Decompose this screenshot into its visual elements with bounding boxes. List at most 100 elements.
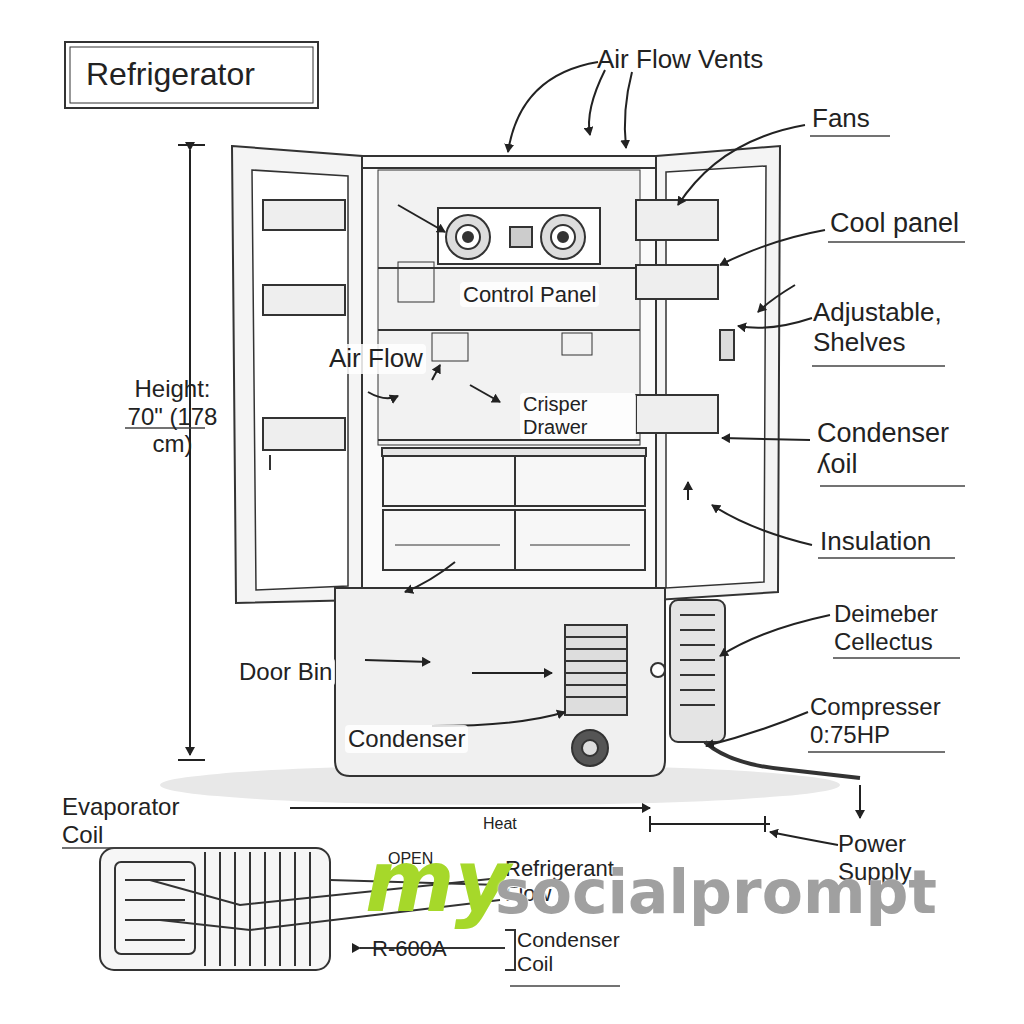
heat-arrow bbox=[290, 807, 650, 809]
part-label: Insulation bbox=[820, 527, 931, 557]
part-label: Adjustable, Shelves bbox=[813, 298, 963, 358]
height-dimension bbox=[178, 759, 205, 761]
cabinet-interior bbox=[362, 156, 656, 598]
part-label: Deimeber Cellectus bbox=[834, 600, 984, 655]
base-unit bbox=[572, 730, 608, 766]
left-door bbox=[252, 170, 348, 590]
watermark: socialprompt bbox=[495, 858, 937, 927]
leader-lines bbox=[508, 62, 598, 152]
cabinet-interior bbox=[378, 267, 640, 269]
leader-lines bbox=[472, 672, 552, 674]
part-label: Crisper Drawer bbox=[520, 393, 636, 439]
heat-arrow bbox=[649, 816, 651, 832]
part-label: Air Flow Vents bbox=[597, 45, 763, 75]
part-label: Fans bbox=[812, 104, 870, 134]
left-door bbox=[232, 146, 362, 603]
base-unit bbox=[335, 588, 860, 778]
base-unit bbox=[565, 672, 627, 674]
right-door bbox=[636, 395, 718, 433]
left-door bbox=[263, 200, 345, 230]
part-label: Air Flow bbox=[326, 344, 426, 374]
leader-lines bbox=[625, 72, 632, 148]
underlines bbox=[833, 657, 960, 659]
leader-lines bbox=[687, 482, 689, 500]
leader-lines bbox=[712, 505, 812, 545]
evaporator-coil-sketch bbox=[115, 862, 195, 954]
heat-arrow bbox=[859, 785, 861, 818]
base-unit bbox=[565, 636, 627, 638]
cabinet-interior bbox=[382, 448, 646, 456]
base-unit bbox=[565, 696, 627, 698]
evaporator-coil-sketch bbox=[264, 852, 266, 966]
evaporator-coil-sketch bbox=[294, 852, 296, 966]
leader-lines bbox=[678, 125, 805, 205]
cabinet-interior bbox=[463, 232, 473, 242]
leader-lines bbox=[720, 230, 825, 265]
base-unit bbox=[565, 625, 627, 715]
diagram-title: Refrigerator bbox=[86, 56, 255, 93]
cabinet-interior bbox=[378, 439, 640, 441]
right-door bbox=[636, 200, 718, 240]
title-frame bbox=[70, 47, 313, 103]
cabinet-interior bbox=[438, 208, 600, 264]
leader-lines bbox=[720, 615, 830, 656]
cabinet-interior bbox=[432, 333, 468, 361]
heat-arrow bbox=[764, 816, 766, 832]
cabinet-interior bbox=[541, 215, 585, 259]
base-unit bbox=[680, 689, 715, 691]
leader-lines bbox=[405, 562, 455, 592]
cabinet-interior bbox=[558, 232, 568, 242]
evaporator-coil-sketch bbox=[505, 930, 515, 970]
leader-lines bbox=[770, 832, 838, 845]
evaporator-coil-sketch bbox=[279, 852, 281, 966]
leader-lines bbox=[722, 438, 810, 440]
leader-lines bbox=[706, 712, 808, 746]
part-label: Control Panel bbox=[460, 282, 599, 307]
right-door bbox=[636, 146, 780, 600]
heat-arrow bbox=[290, 785, 860, 832]
base-unit bbox=[680, 659, 715, 661]
cabinet-interior bbox=[362, 156, 656, 598]
cabinet-interior bbox=[383, 510, 515, 570]
underlines bbox=[818, 557, 955, 559]
base-unit bbox=[335, 588, 665, 776]
underlines bbox=[510, 985, 620, 987]
leader-lines bbox=[470, 385, 500, 402]
right-door bbox=[636, 265, 718, 299]
part-label: Cool panel bbox=[830, 208, 959, 239]
cabinet-interior bbox=[446, 215, 490, 259]
base-unit bbox=[565, 684, 627, 686]
part-label: Condenser bbox=[345, 725, 468, 753]
underlines bbox=[812, 365, 945, 367]
watermark: my bbox=[365, 832, 511, 931]
cabinet-interior bbox=[551, 225, 575, 249]
base-unit bbox=[670, 600, 725, 742]
cabinet-interior bbox=[362, 167, 656, 169]
cabinet-interior bbox=[456, 225, 480, 249]
evaporator-coil-sketch bbox=[125, 939, 185, 941]
cabinet-interior bbox=[515, 456, 645, 506]
leader-lines bbox=[758, 285, 795, 312]
cabinet-interior bbox=[395, 545, 500, 546]
leader-lines bbox=[589, 70, 605, 135]
height-dimension bbox=[178, 144, 205, 146]
cabinet-interior bbox=[383, 456, 515, 506]
cabinet-interior bbox=[398, 262, 434, 302]
underlines bbox=[820, 485, 965, 487]
cabinet-interior bbox=[562, 333, 592, 355]
left-door bbox=[263, 418, 345, 450]
leader-lines bbox=[368, 392, 398, 398]
title-frame bbox=[65, 42, 318, 108]
leader-lines bbox=[432, 365, 440, 380]
part-label: Compresser 0:75HP bbox=[810, 693, 960, 748]
part-label: Condenser ʎoil bbox=[817, 418, 977, 480]
title-frame bbox=[65, 42, 318, 108]
base-unit bbox=[582, 740, 598, 756]
evaporator-coil-sketch bbox=[100, 848, 330, 970]
base-unit bbox=[680, 704, 715, 706]
base-unit bbox=[680, 644, 715, 646]
evaporator-coil-sketch bbox=[249, 852, 251, 966]
base-unit bbox=[565, 660, 627, 662]
right-door bbox=[720, 330, 734, 360]
